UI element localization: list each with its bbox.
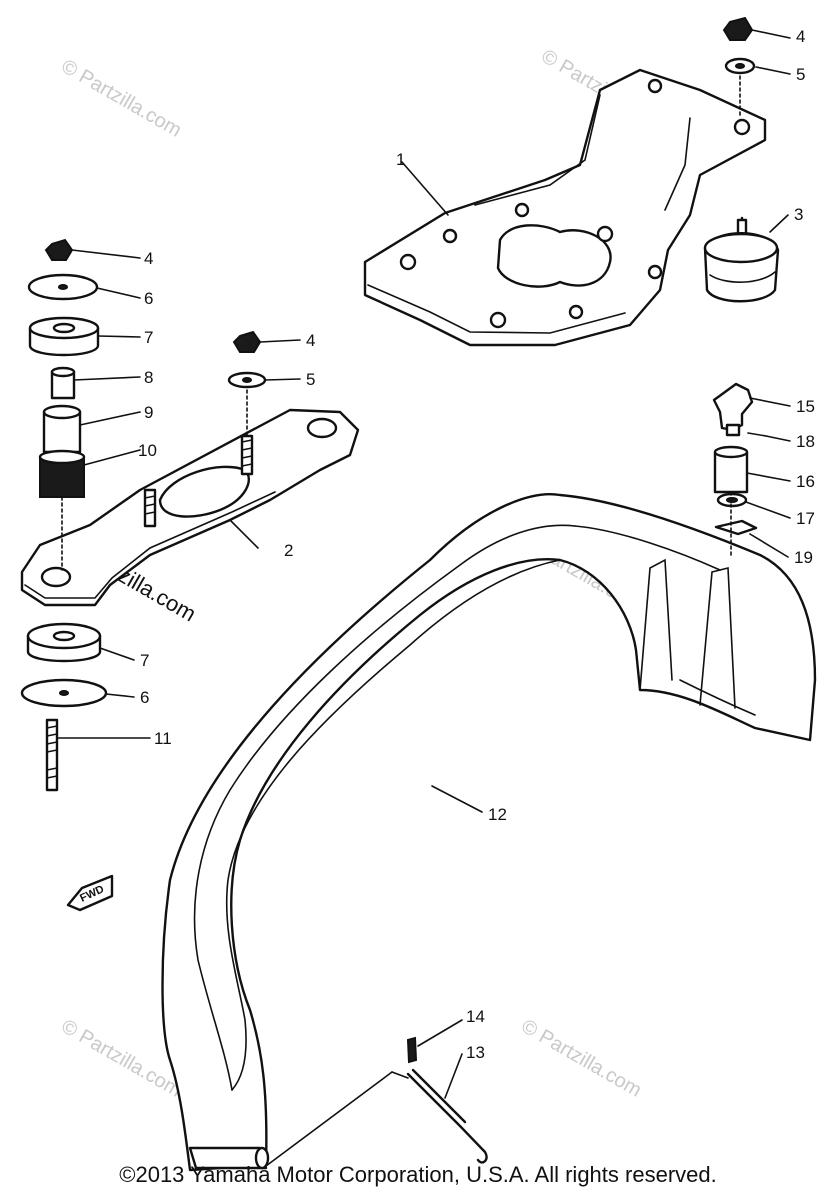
callout-6-left-top: 6 bbox=[144, 289, 153, 308]
callout-8: 8 bbox=[144, 368, 153, 387]
callout-3: 3 bbox=[794, 205, 803, 224]
callout-17: 17 bbox=[796, 509, 815, 528]
top-right-fasteners bbox=[722, 16, 756, 119]
callout-14: 14 bbox=[466, 1007, 485, 1026]
callout-5-top-right: 5 bbox=[796, 65, 805, 84]
callout-19: 19 bbox=[794, 548, 813, 567]
callout-10: 10 bbox=[138, 441, 157, 460]
left-stack-parts bbox=[20, 238, 108, 792]
right-small-parts bbox=[712, 382, 767, 556]
callout-7-left-top: 7 bbox=[144, 328, 153, 347]
callout-11: 11 bbox=[154, 729, 172, 748]
copyright-notice: ©2013 Yamaha Motor Corporation, U.S.A. A… bbox=[119, 1162, 717, 1187]
leader-lines bbox=[56, 29, 791, 1099]
callout-9: 9 bbox=[144, 403, 153, 422]
callout-2: 2 bbox=[284, 541, 293, 560]
callout-15: 15 bbox=[796, 397, 815, 416]
rod-and-pin-parts bbox=[265, 1036, 488, 1167]
callout-4-middle: 4 bbox=[306, 331, 315, 350]
callout-labels: 1 2 3 4 5 4 6 7 8 9 10 4 5 7 6 11 12 15 … bbox=[138, 27, 815, 1062]
mounting-plate-part bbox=[363, 68, 767, 347]
callout-6-left-bottom: 6 bbox=[140, 688, 149, 707]
callout-4-left: 4 bbox=[144, 249, 153, 268]
rubber-damper-part bbox=[703, 216, 780, 303]
callout-1: 1 bbox=[396, 150, 405, 169]
watermark-top-left: © Partzilla.com bbox=[58, 55, 186, 141]
hood-cover-part bbox=[161, 493, 817, 1172]
callout-12: 12 bbox=[488, 805, 507, 824]
callout-13: 13 bbox=[466, 1043, 485, 1062]
callout-16: 16 bbox=[796, 472, 815, 491]
fwd-direction-marker: FWD bbox=[66, 874, 114, 912]
lower-bracket-part bbox=[20, 408, 360, 607]
callout-5-middle: 5 bbox=[306, 370, 315, 389]
watermark-bottom-right: © Partzilla.com bbox=[518, 1015, 646, 1101]
middle-fasteners bbox=[227, 330, 267, 437]
callout-18: 18 bbox=[796, 432, 815, 451]
callout-4-top-right: 4 bbox=[796, 27, 805, 46]
callout-7-left-bottom: 7 bbox=[140, 651, 149, 670]
